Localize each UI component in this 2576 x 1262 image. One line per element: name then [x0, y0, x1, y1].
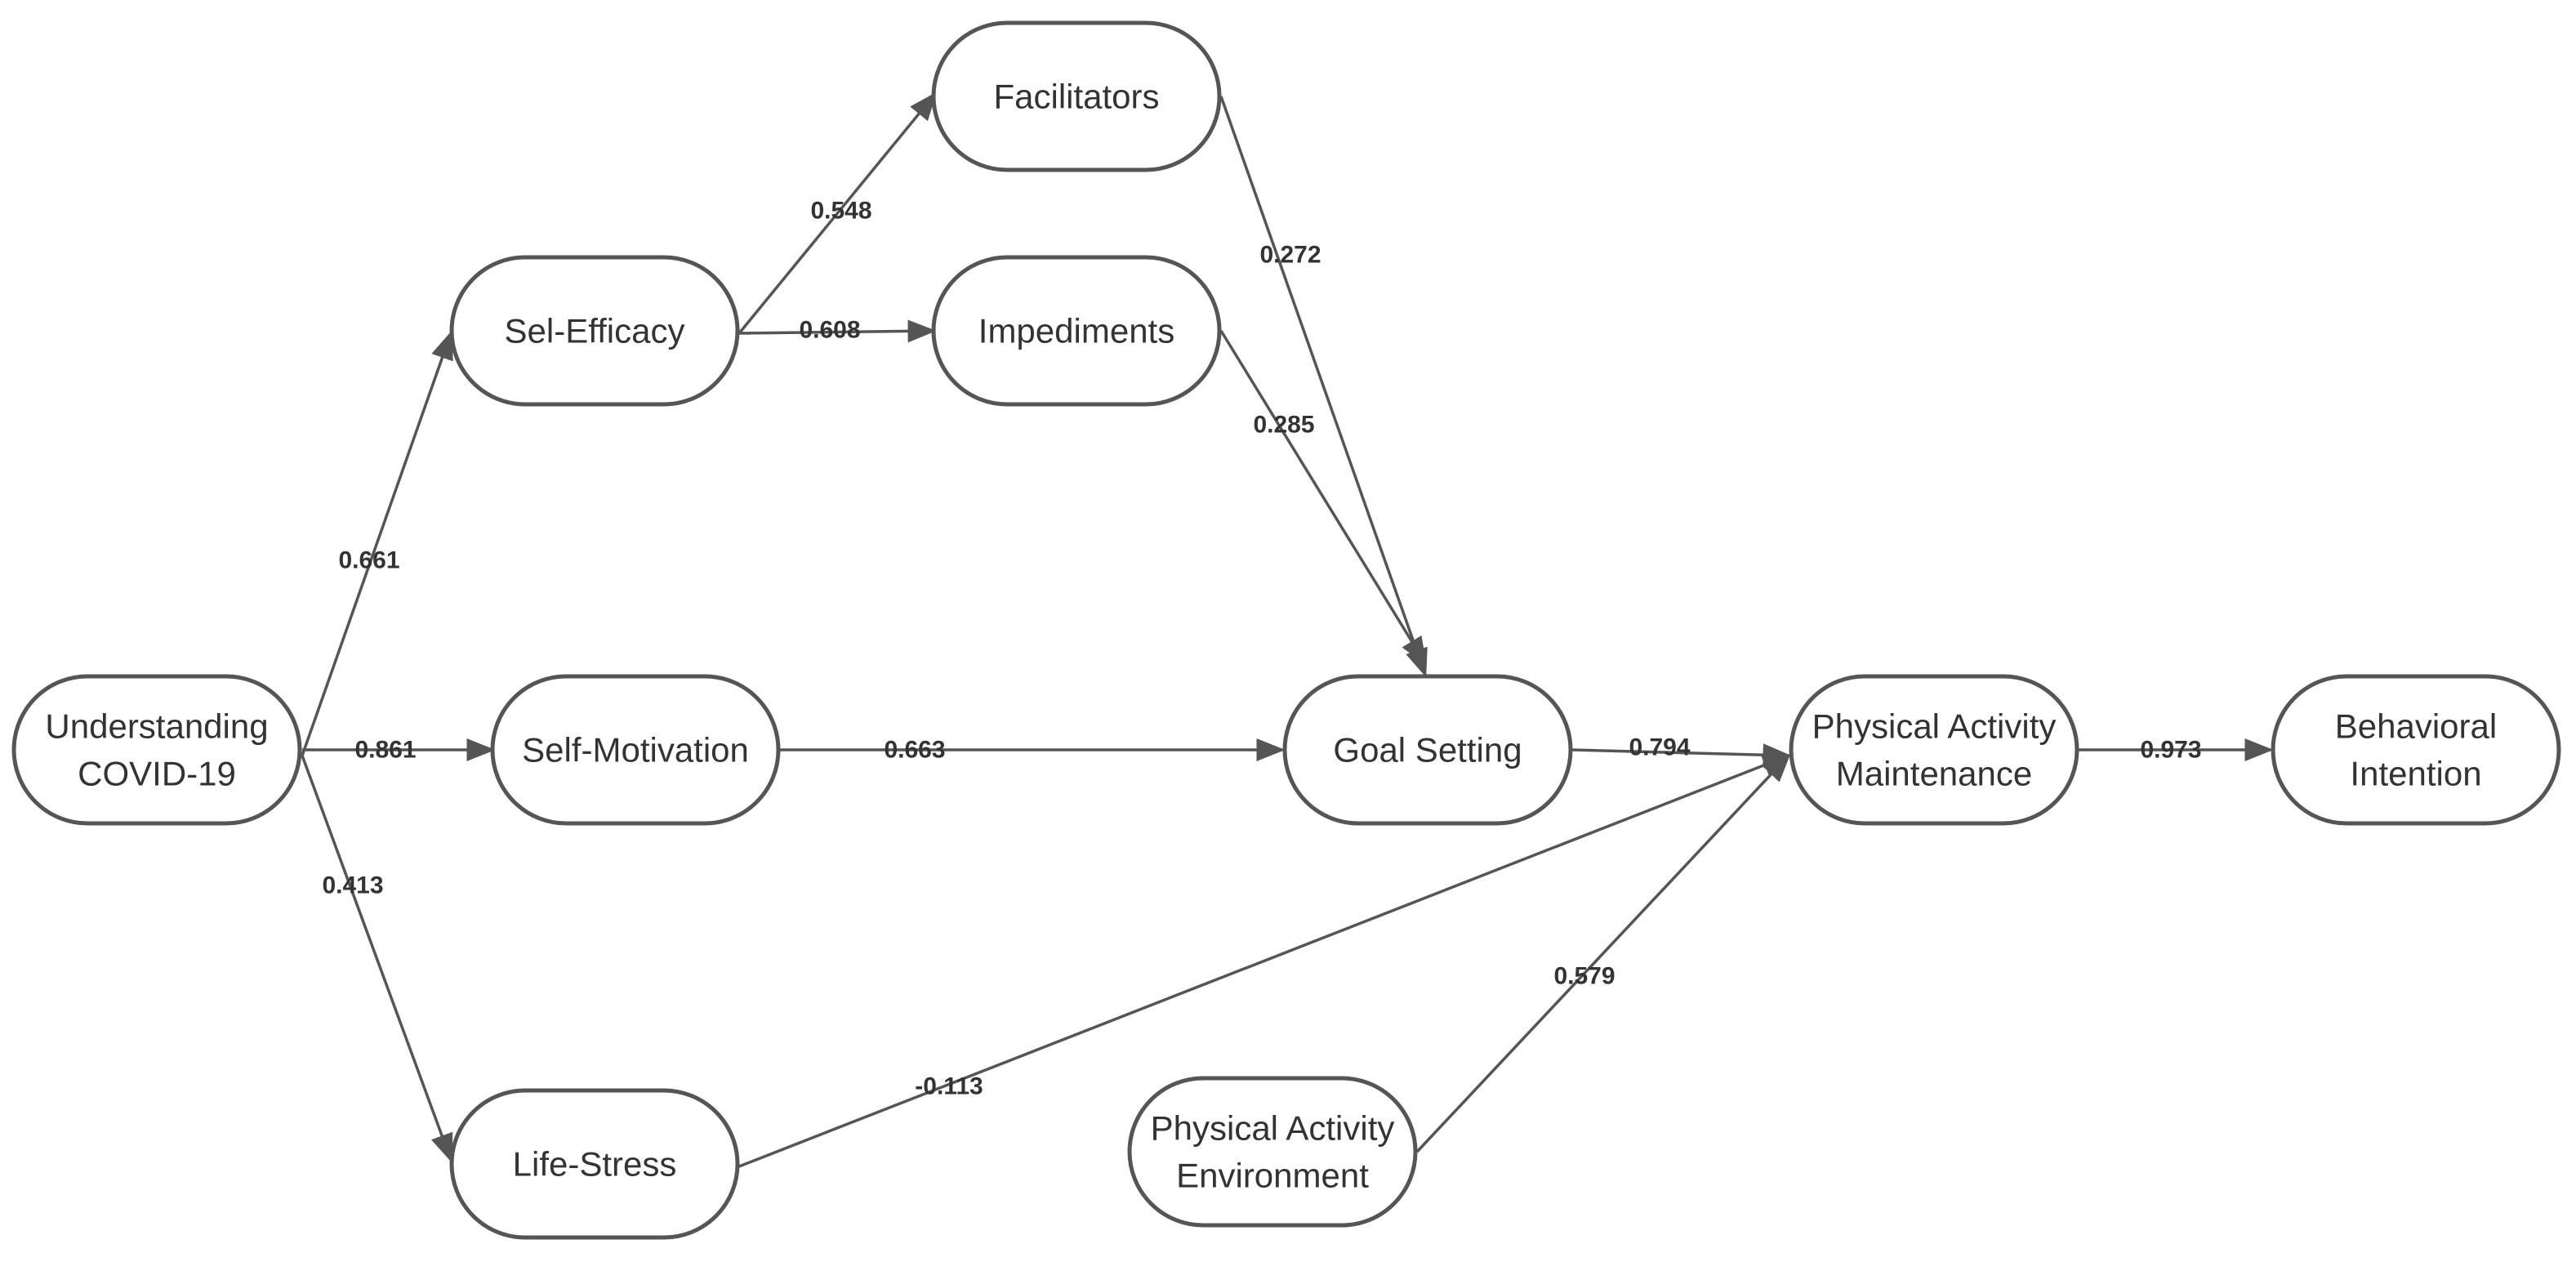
node-box-self-motivation [490, 674, 781, 826]
node-facilitators: Facilitators [931, 20, 1222, 172]
edge-label-self-efficacy-to-impediments: 0.608 [799, 317, 860, 344]
node-label-facilitators: Facilitators [993, 78, 1159, 116]
edge-self-efficacy-to-facilitators [738, 91, 938, 335]
edge-label-facilitators-to-goal-setting: 0.272 [1259, 242, 1321, 269]
edge-facilitators-to-goal-setting [1219, 96, 1428, 678]
edge-label-goal-setting-to-pa-maintenance: 0.794 [1629, 734, 1690, 761]
node-label-pa-maintenance: Maintenance [1836, 755, 2033, 793]
node-box-self-efficacy [449, 255, 740, 407]
node-label-pa-environment: Physical Activity [1151, 1109, 1395, 1148]
edge-label-impediments-to-goal-setting: 0.285 [1253, 412, 1314, 439]
node-box-understanding [11, 674, 302, 826]
edge-label-pa-environment-to-pa-maintenance: 0.579 [1553, 963, 1615, 990]
node-label-goal-setting: Goal Setting [1333, 731, 1522, 769]
node-box-goal-setting [1282, 674, 1573, 826]
node-box-life-stress [449, 1088, 740, 1240]
edge-life-stress-to-pa-maintenance [738, 754, 1792, 1168]
edge-goal-setting-to-pa-maintenance [1571, 743, 1792, 767]
node-label-impediments: Impediments [978, 312, 1174, 350]
node-label-understanding: Understanding [45, 707, 268, 746]
node-goal-setting: Goal Setting [1282, 674, 1573, 826]
node-label-self-efficacy: Sel-Efficacy [505, 312, 685, 350]
node-self-efficacy: Sel-Efficacy [449, 255, 740, 407]
node-life-stress: Life-Stress [449, 1088, 740, 1240]
edge-self-efficacy-to-impediments [738, 319, 937, 343]
edge-understanding-to-self-efficacy [301, 330, 453, 756]
node-label-pa-maintenance: Physical Activity [1812, 707, 2057, 746]
node-label-understanding: COVID-19 [78, 755, 236, 793]
edge-label-self-efficacy-to-facilitators: 0.548 [810, 198, 871, 225]
node-label-behavioral-intention: Intention [2350, 755, 2481, 793]
node-box-impediments [931, 255, 1222, 407]
edge-labels-layer: 0.661 0.861 0.413 0.548 0.608 0.272 0.285 0.663… [322, 198, 2201, 1100]
node-box-pa-environment [1127, 1076, 1418, 1228]
edge-impediments-to-goal-setting [1219, 330, 1427, 666]
edge-label-understanding-to-self-efficacy: 0.661 [338, 547, 399, 574]
edge-label-understanding-to-life-stress: 0.413 [322, 872, 383, 899]
node-box-facilitators [931, 20, 1222, 172]
node-impediments: Impediments [931, 255, 1222, 407]
node-box-pa-maintenance [1789, 674, 2079, 826]
node-label-self-motivation: Self-Motivation [522, 731, 749, 769]
node-self-motivation: Self-Motivation [490, 674, 781, 826]
edge-label-life-stress-to-pa-maintenance: -0.113 [915, 1073, 983, 1100]
edge-understanding-to-life-stress [301, 755, 453, 1163]
node-box-behavioral-intention [2271, 674, 2561, 826]
node-label-life-stress: Life-Stress [513, 1145, 677, 1184]
edge-label-pa-maintenance-to-behavioral-intention: 0.973 [2140, 737, 2201, 764]
node-label-behavioral-intention: Behavioral [2335, 707, 2497, 746]
edge-label-self-motivation-to-goal-setting: 0.663 [884, 737, 945, 764]
node-label-pa-environment: Environment [1176, 1157, 1369, 1195]
edge-pa-environment-to-pa-maintenance [1415, 753, 1791, 1153]
edge-label-understanding-to-self-motivation: 0.861 [354, 737, 416, 764]
edges-layer [301, 91, 2274, 1168]
